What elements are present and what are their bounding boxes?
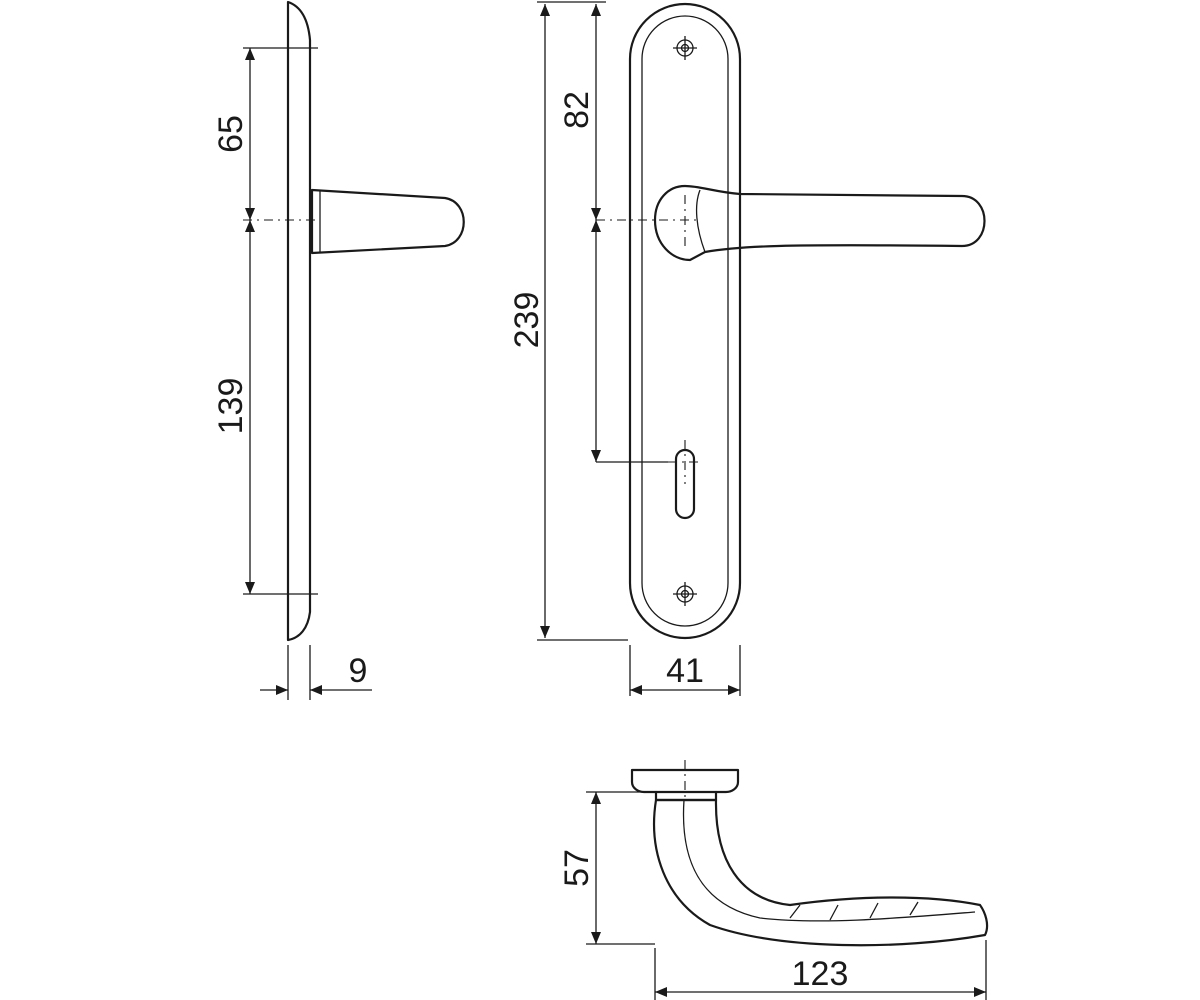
- top-rosette: [630, 768, 740, 794]
- top-lever-ridge: [682, 799, 976, 922]
- dim-label-9: 9: [349, 652, 368, 690]
- screw-top-icon: [673, 36, 697, 60]
- dim-label-82: 82: [558, 91, 596, 129]
- front-lever: [653, 184, 986, 262]
- front-backplate-inner: [641, 15, 729, 627]
- side-view: 65 139 9: [212, 0, 465, 700]
- top-lever-grooves: [789, 901, 919, 921]
- side-lever: [310, 188, 465, 255]
- dim-label-65: 65: [212, 115, 250, 153]
- top-lever: [652, 798, 989, 947]
- screw-bottom-icon: [673, 582, 697, 606]
- dim-label-123: 123: [792, 955, 849, 993]
- top-view: 57 123: [558, 760, 989, 1000]
- dim-label-57: 57: [558, 849, 596, 887]
- side-backplate: [286, 0, 312, 642]
- top-neck: [654, 790, 718, 802]
- dim-label-139: 139: [212, 378, 250, 435]
- dim-label-239: 239: [508, 292, 546, 349]
- dim-label-41: 41: [666, 652, 704, 690]
- keyhole-icon: [674, 448, 696, 520]
- front-view: 82 239 41: [508, 1, 986, 696]
- front-lever-neck: [695, 189, 706, 253]
- front-backplate-outer: [628, 2, 742, 640]
